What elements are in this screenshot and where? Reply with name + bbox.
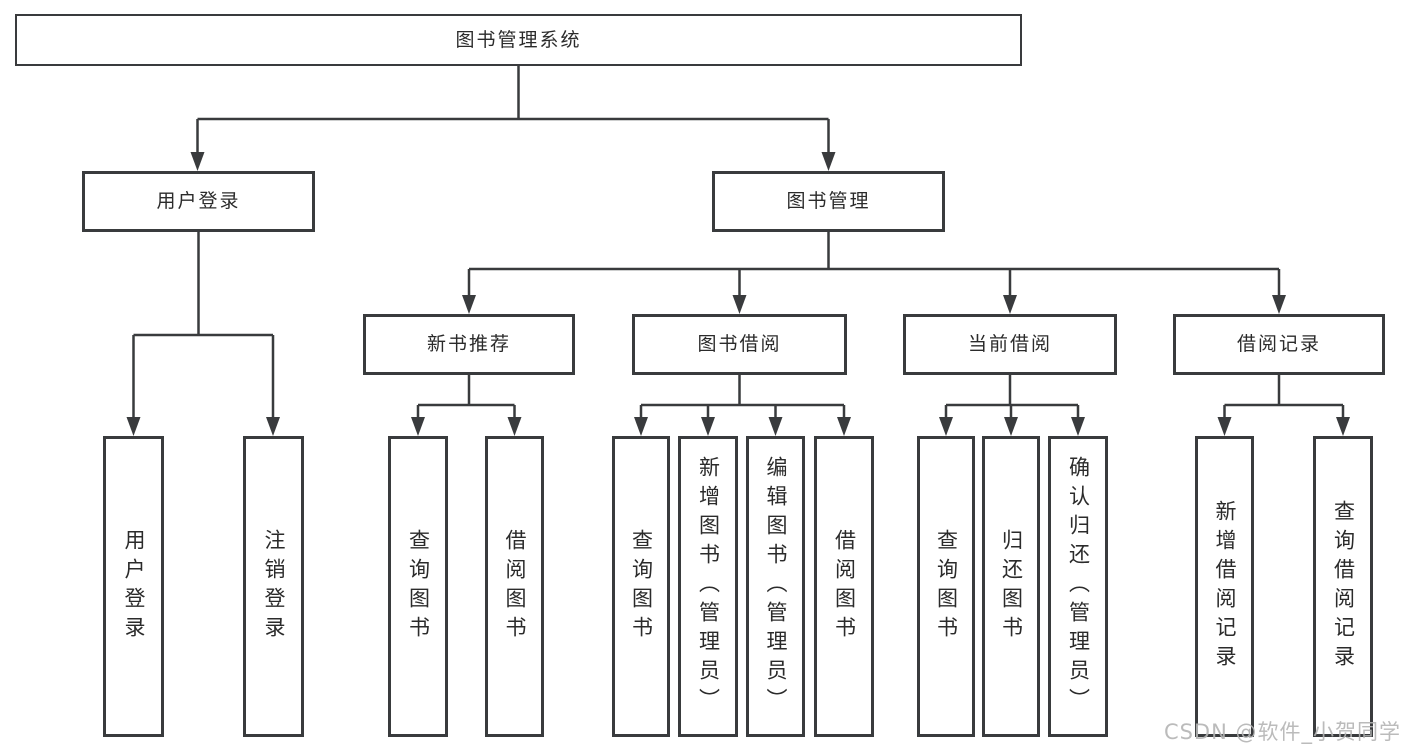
arrowheads-book-borrow-children <box>634 417 851 436</box>
arrowheads-root-to-level2 <box>190 152 836 171</box>
connector-book-borrow-children <box>639 375 846 417</box>
leaf-return-books: 归还图书 <box>982 436 1040 737</box>
node-current-borrowing: 当前借阅 <box>903 314 1117 375</box>
connector-borrow-records-children <box>1223 375 1345 417</box>
connector-user-login-children <box>132 232 275 417</box>
node-user-login: 用户登录 <box>82 171 315 232</box>
leaf-newbook-borrow-books: 借阅图书 <box>485 436 544 737</box>
arrowheads-new-book-children <box>411 417 522 436</box>
leaf-add-books-admin: 新增图书（管理员） <box>678 436 738 737</box>
leaf-query-borrow-record: 查询借阅记录 <box>1313 436 1373 737</box>
arrowheads-borrow-records-children <box>1217 417 1350 436</box>
leaf-newbook-query-books: 查询图书 <box>388 436 448 737</box>
csdn-watermark: CSDN @软件_小贺同学 <box>1163 720 1401 744</box>
arrowheads-book-management-children <box>462 295 1286 314</box>
node-book-management: 图书管理 <box>712 171 945 232</box>
node-borrowing-records: 借阅记录 <box>1173 314 1385 375</box>
connector-new-book-children <box>416 375 516 417</box>
node-book-borrowing: 图书借阅 <box>632 314 847 375</box>
leaf-current-query-books: 查询图书 <box>917 436 975 737</box>
connector-book-management-children <box>467 232 1281 295</box>
connector-root-to-level2 <box>196 66 830 152</box>
leaf-logout: 注销登录 <box>243 436 304 737</box>
arrowheads-user-login-children <box>126 417 280 436</box>
leaf-confirm-return-admin: 确认归还（管理员） <box>1048 436 1108 737</box>
connector-current-borrow-children <box>944 375 1080 417</box>
leaf-edit-books-admin: 编辑图书（管理员） <box>746 436 805 737</box>
leaf-borrow-books: 借阅图书 <box>814 436 874 737</box>
leaf-user-login: 用户登录 <box>103 436 164 737</box>
leaf-borrow-query-books: 查询图书 <box>612 436 670 737</box>
arrowheads-current-borrow-children <box>939 417 1085 436</box>
node-root-library-system: 图书管理系统 <box>15 14 1022 66</box>
leaf-add-borrow-record: 新增借阅记录 <box>1195 436 1254 737</box>
node-new-book-recommend: 新书推荐 <box>363 314 575 375</box>
